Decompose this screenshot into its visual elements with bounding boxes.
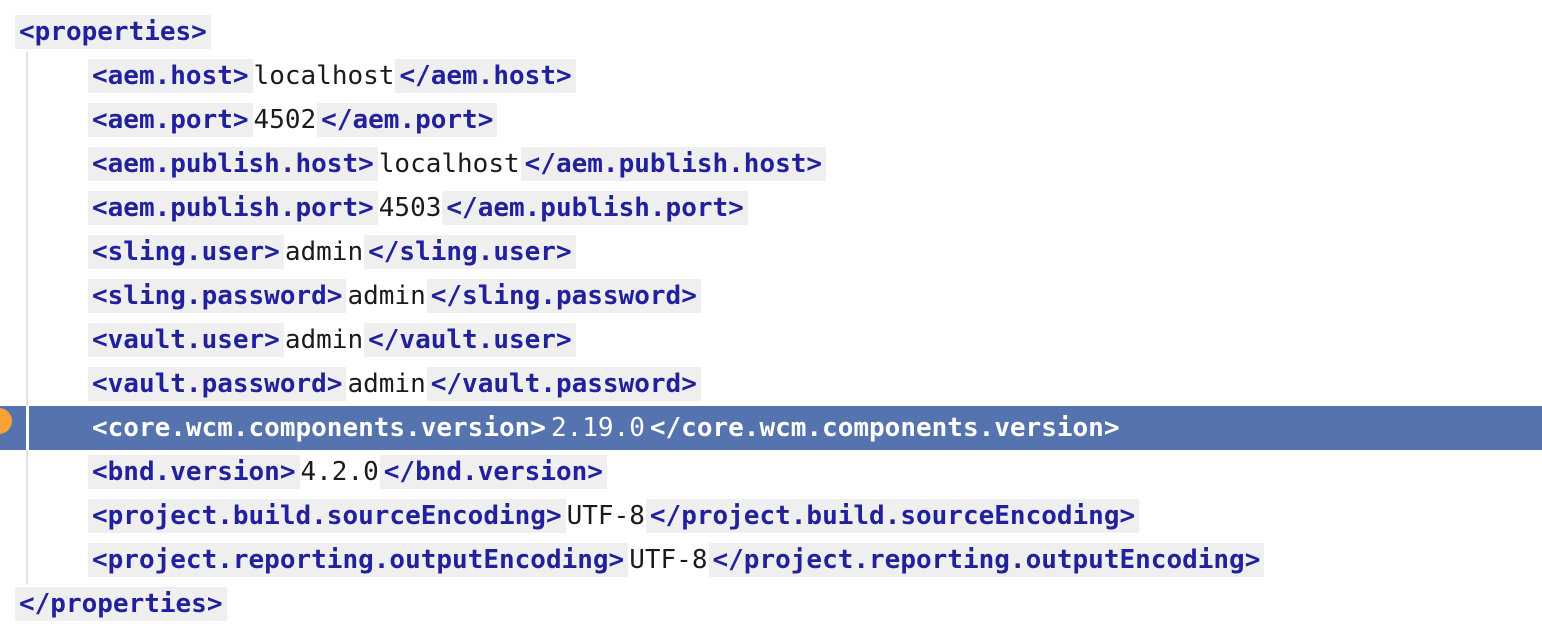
xml-tag-token: </aem.publish.port> xyxy=(442,191,748,225)
xml-code-block: <properties><aem.host>localhost</aem.hos… xyxy=(0,10,1542,626)
xml-tag-token: <vault.password> xyxy=(88,367,347,401)
code-line[interactable]: <project.build.sourceEncoding>UTF-8</pro… xyxy=(0,494,1542,538)
xml-value-token: admin xyxy=(346,279,427,313)
xml-tag-token: </sling.user> xyxy=(364,235,576,269)
xml-tag-token: <aem.port> xyxy=(88,103,253,137)
xml-tag-token: <aem.publish.host> xyxy=(88,147,378,181)
xml-value-token: 2.19.0 xyxy=(550,413,645,443)
xml-tag-token: <sling.password> xyxy=(88,279,347,313)
xml-value-token: 4503 xyxy=(377,191,443,225)
code-line[interactable]: <sling.password>admin</sling.password> xyxy=(0,274,1542,318)
code-line[interactable]: <aem.publish.host>localhost</aem.publish… xyxy=(0,142,1542,186)
xml-tag-token: <project.build.sourceEncoding> xyxy=(88,499,566,533)
xml-value-token: UTF-8 xyxy=(565,499,646,533)
xml-tag-token: </aem.host> xyxy=(395,59,576,93)
xml-value-token: localhost xyxy=(377,147,521,181)
code-line[interactable]: <bnd.version>4.2.0</bnd.version> xyxy=(0,450,1542,494)
xml-tag-token: </project.build.sourceEncoding> xyxy=(645,499,1140,533)
xml-value-token: 4502 xyxy=(252,103,318,137)
indent-guide-line xyxy=(26,52,28,584)
xml-tag-token: </bnd.version> xyxy=(379,455,607,489)
code-line[interactable]: <aem.publish.port>4503</aem.publish.port… xyxy=(0,186,1542,230)
xml-tag-token: </aem.publish.host> xyxy=(520,147,827,181)
xml-tag-token: </aem.port> xyxy=(317,103,498,137)
xml-tag-token: <project.reporting.outputEncoding> xyxy=(88,543,629,577)
xml-tag-token: <bnd.version> xyxy=(88,455,300,489)
xml-value-token: admin xyxy=(283,323,365,357)
xml-tag-token: </core.wcm.components.version> xyxy=(649,413,1120,443)
xml-tag-token: </vault.user> xyxy=(364,323,576,357)
xml-value-token: 4.2.0 xyxy=(299,455,380,489)
xml-tag-token: </vault.password> xyxy=(426,367,701,401)
code-line[interactable]: <aem.host>localhost</aem.host> xyxy=(0,54,1542,98)
code-line[interactable]: <vault.password>admin</vault.password> xyxy=(0,362,1542,406)
xml-tag-token: <aem.publish.port> xyxy=(88,191,378,225)
xml-tag-token: <properties> xyxy=(15,15,211,49)
xml-tag-token: </project.reporting.outputEncoding> xyxy=(708,543,1265,577)
click-indicator-dot xyxy=(0,408,12,434)
xml-tag-token: <aem.host> xyxy=(88,59,253,93)
xml-tag-token: </properties> xyxy=(15,587,227,621)
code-line[interactable]: <sling.user>admin</sling.user> xyxy=(0,230,1542,274)
indent-guide-overlay xyxy=(26,406,29,450)
highlighted-code-line[interactable]: <core.wcm.components.version>2.19.0</cor… xyxy=(0,406,1542,450)
xml-value-token: admin xyxy=(283,235,365,269)
xml-tag-token: </sling.password> xyxy=(426,279,701,313)
code-line[interactable]: <aem.port>4502</aem.port> xyxy=(0,98,1542,142)
code-line[interactable]: </properties> xyxy=(0,582,1542,626)
xml-tag-token: <core.wcm.components.version> xyxy=(92,413,546,443)
xml-tag-token: <sling.user> xyxy=(88,235,284,269)
code-line[interactable]: <vault.user>admin</vault.user> xyxy=(0,318,1542,362)
xml-value-token: UTF-8 xyxy=(628,543,709,577)
code-line[interactable]: <project.reporting.outputEncoding>UTF-8<… xyxy=(0,538,1542,582)
xml-tag-token: <vault.user> xyxy=(88,323,284,357)
xml-value-token: localhost xyxy=(252,59,396,93)
xml-value-token: admin xyxy=(346,367,427,401)
code-line[interactable]: <properties> xyxy=(0,10,1542,54)
